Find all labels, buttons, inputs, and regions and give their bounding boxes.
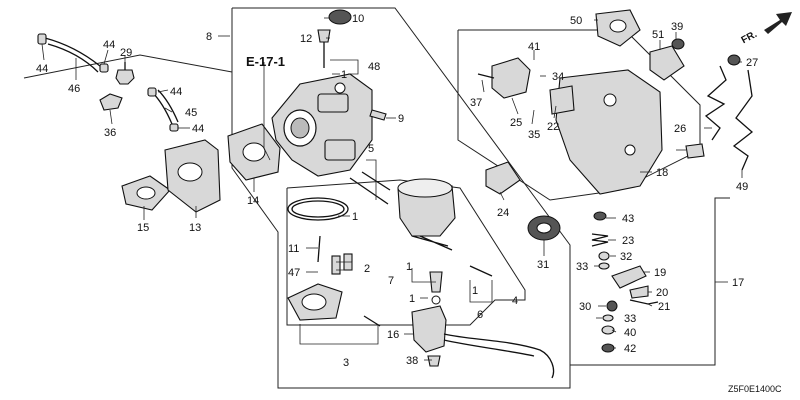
hose-clamp-36: [99, 93, 123, 111]
direction-arrow-icon: [764, 12, 792, 34]
callout-19: 19: [654, 267, 666, 279]
callout-41: 41: [528, 41, 540, 53]
callout-45: 45: [185, 107, 197, 119]
frame-carburetor-assembly: [231, 7, 571, 389]
section-reference: E-17-1: [246, 54, 285, 69]
gasket-24: [485, 161, 521, 195]
callout-44a: 44: [36, 63, 48, 75]
hose-clip-44a: [37, 33, 47, 45]
callout-1c: 1: [406, 261, 412, 273]
float-chamber: [397, 185, 456, 237]
callout-33a: 33: [576, 261, 588, 273]
callout-24: 24: [497, 207, 509, 219]
direction-label: FR.: [740, 29, 760, 46]
frame-part-17-linkage: [570, 197, 730, 366]
governor-plate-18: [555, 69, 663, 195]
callout-3: 3: [343, 357, 349, 369]
governor-valve-25: [491, 57, 531, 99]
o-ring-1: [287, 197, 349, 221]
callout-15: 15: [137, 222, 149, 234]
callout-2: 2: [364, 263, 370, 275]
callout-44c: 44: [170, 86, 182, 98]
callout-36: 36: [104, 127, 116, 139]
parts-artwork: [37, 9, 754, 379]
callout-1e: 1: [472, 285, 478, 297]
callout-6: 6: [477, 309, 483, 321]
fuel-hose-46: [44, 37, 101, 73]
callout-1a: 1: [341, 69, 347, 81]
callout-32: 32: [620, 251, 632, 263]
callout-50: 50: [570, 15, 582, 27]
callout-17: 17: [732, 277, 744, 289]
spring-49: [732, 69, 754, 171]
callout-22: 22: [547, 121, 559, 133]
callout-44b: 44: [103, 39, 115, 51]
callout-12: 12: [300, 33, 312, 45]
callout-13: 13: [189, 222, 201, 234]
callout-9: 9: [398, 113, 404, 125]
callout-1b: 1: [352, 211, 358, 223]
callout-labels: 44 44 29 44 45 44 36 46 15 13 14 8 10 12…: [36, 13, 758, 369]
callout-40: 40: [624, 327, 636, 339]
callout-27: 27: [746, 57, 758, 69]
needle-11: [317, 235, 321, 263]
leader-lines: [41, 17, 743, 361]
callout-18: 18: [656, 167, 668, 179]
callout-38: 38: [406, 355, 418, 367]
frame-hose-group: [23, 54, 233, 79]
callout-44d: 44: [192, 123, 204, 135]
spring-23: [591, 233, 609, 247]
callout-20: 20: [656, 287, 668, 299]
front-direction-indicator: FR.: [740, 12, 792, 46]
callout-49: 49: [736, 181, 748, 193]
callout-1d: 1: [409, 293, 415, 305]
callout-8: 8: [206, 31, 212, 43]
callout-33b: 33: [624, 313, 636, 325]
callout-47: 47: [288, 267, 300, 279]
callout-39: 39: [671, 21, 683, 33]
callout-35: 35: [528, 129, 540, 141]
callout-34: 34: [552, 71, 564, 83]
callout-30: 30: [579, 301, 591, 313]
collar-27: [727, 54, 741, 66]
callout-10: 10: [352, 13, 364, 25]
callout-5: 5: [368, 143, 374, 155]
screw-9: [369, 109, 387, 121]
callout-14: 14: [247, 195, 259, 207]
callout-4: 4: [512, 295, 518, 307]
spring-26: [704, 65, 727, 141]
frame-governor-assembly: [457, 29, 701, 201]
nut-39: [671, 38, 685, 50]
hose-clip-44b: [99, 63, 109, 73]
bracket-51: [649, 45, 685, 81]
callout-26: 26: [674, 123, 686, 135]
nut-43: [593, 211, 607, 221]
jet-12: [317, 29, 331, 43]
callout-11: 11: [288, 243, 299, 255]
screw-38: [427, 355, 441, 367]
callout-7: 7: [388, 275, 394, 287]
callout-16: 16: [387, 329, 399, 341]
grommet-28: [685, 143, 705, 159]
callout-48: 48: [368, 61, 380, 73]
callout-25: 25: [510, 117, 522, 129]
callout-51: 51: [652, 29, 664, 41]
fuel-joint-29: [115, 69, 135, 85]
fuel-cut-solenoid-16: [411, 305, 447, 353]
lever-19: [611, 265, 647, 289]
callout-29: 29: [120, 47, 132, 59]
callout-46: 46: [68, 83, 80, 95]
callout-31: 31: [537, 259, 549, 271]
callout-21: 21: [658, 301, 670, 313]
callout-37: 37: [470, 97, 482, 109]
cap-10: [328, 9, 352, 25]
callout-43: 43: [622, 213, 634, 225]
callout-42: 42: [624, 343, 636, 355]
callout-23: 23: [622, 235, 634, 247]
drawing-code: Z5F0E1400C: [728, 384, 782, 394]
